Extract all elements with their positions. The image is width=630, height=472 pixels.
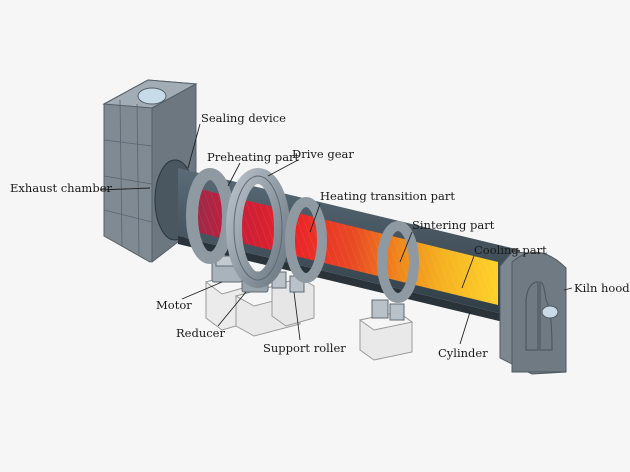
label-heating-transition-part: Heating transition part — [320, 189, 455, 203]
kiln-hood-port — [541, 305, 559, 319]
label-preheating-part: Preheating part — [207, 150, 300, 164]
sintering-ring — [377, 221, 419, 303]
label-motor: Motor — [156, 298, 192, 312]
label-support-roller: Support roller — [263, 341, 346, 355]
label-cylinder: Cylinder — [438, 346, 488, 360]
label-exhaust-chamber: Exhaust chamber — [10, 181, 113, 195]
label-reducer: Reducer — [176, 326, 225, 340]
kiln-cylinder — [178, 168, 520, 326]
leader-lines — [99, 123, 573, 345]
kiln-hood — [499, 251, 567, 375]
exhaust-port — [137, 87, 167, 105]
drive-gear — [226, 168, 290, 288]
heating-ring — [285, 197, 327, 283]
label-kiln-hood: Kiln hood — [574, 281, 630, 295]
label-cooling-part: Cooling part — [474, 243, 547, 257]
label-sintering-part: Sintering part — [412, 218, 495, 232]
label-sealing-device: Sealing device — [201, 111, 286, 125]
label-drive-gear: Drive gear — [292, 147, 354, 161]
